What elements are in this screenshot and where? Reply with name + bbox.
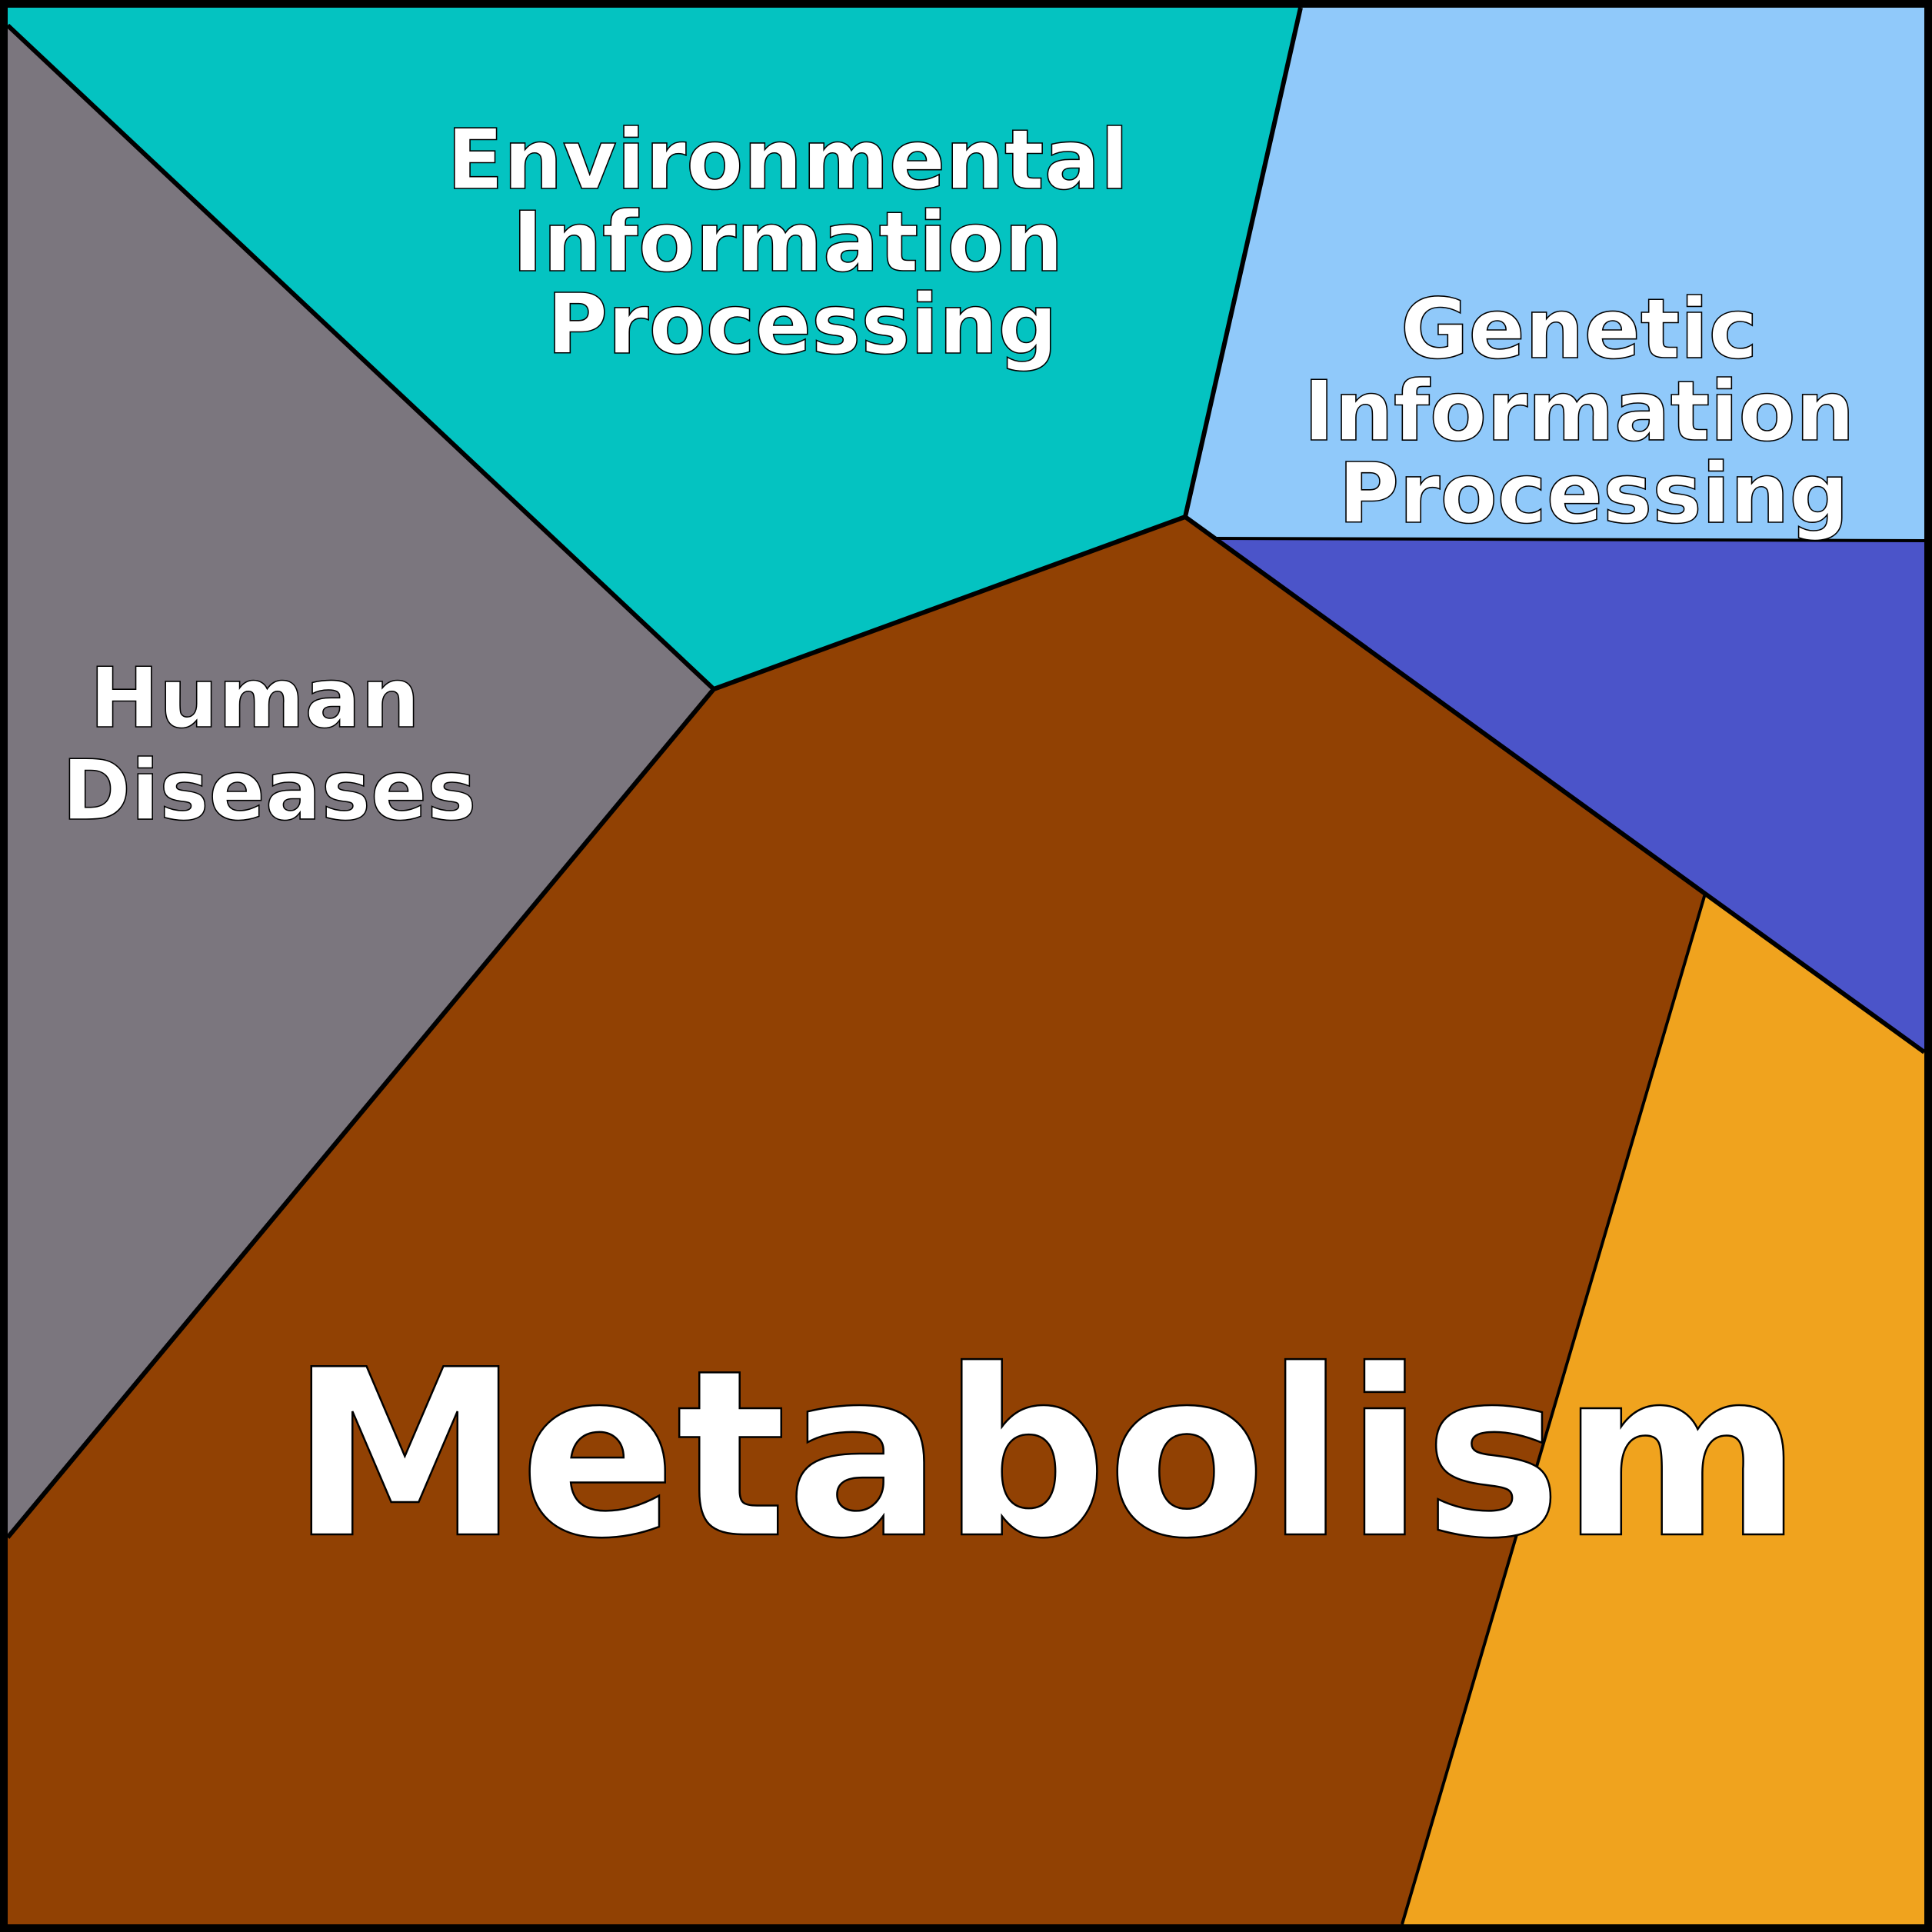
region-human-diseases[interactable] — [8, 25, 714, 1537]
label-environmental-information-processing: Environmental Information Processing — [447, 112, 1158, 373]
region-unlabeled-orange[interactable] — [1402, 894, 1924, 1924]
label-metabolism: Metabolism — [290, 1321, 1802, 1589]
region-genetic-information-processing[interactable] — [1185, 8, 1924, 541]
region-metabolism[interactable] — [8, 517, 1705, 1924]
label-human-diseases: Human Diseases — [62, 651, 477, 839]
region-environmental-information-processing[interactable] — [8, 8, 1301, 689]
label-genetic-information-processing: Genetic Information Processing — [1304, 281, 1884, 542]
